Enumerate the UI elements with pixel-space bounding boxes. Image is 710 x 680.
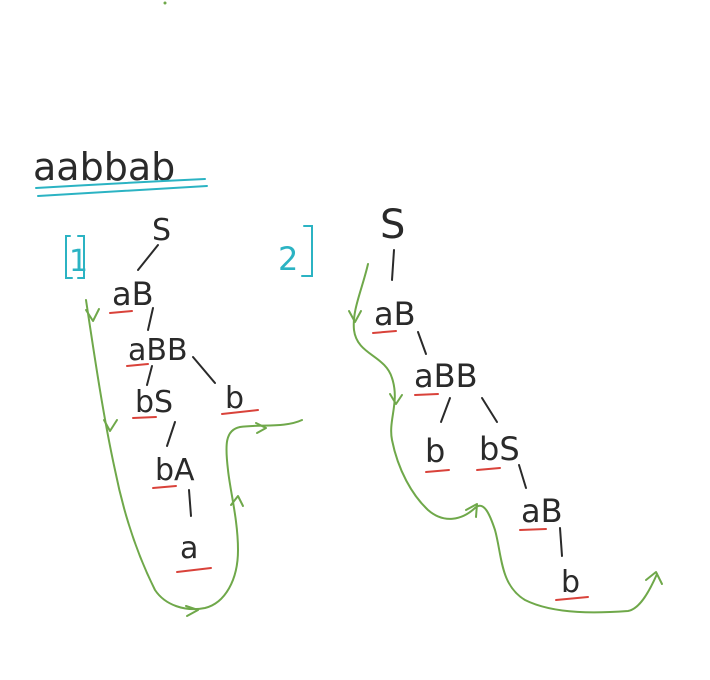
tree1-number-box: 1: [65, 235, 88, 279]
tree2-node-aB-2: aB: [521, 492, 563, 530]
tree2-node-b: b: [425, 432, 445, 470]
arrow-icon: [185, 605, 199, 617]
tree2-node-b-2: b: [561, 565, 580, 600]
tree1-node-a: a: [180, 531, 198, 566]
arrow-icon: [348, 310, 362, 323]
tree1-node-aB: aB: [112, 275, 154, 313]
tree1-underline: [221, 409, 259, 415]
tree2-underline: [425, 469, 450, 473]
traversal-curve: [352, 263, 658, 614]
input-underline-2: [37, 185, 208, 197]
tree1-node-aBB: aBB: [128, 333, 188, 368]
tree2-edge: [559, 527, 563, 557]
arrow-icon: [85, 308, 100, 322]
tree1-traversal-path: [85, 299, 303, 617]
arrow-icon: [255, 422, 267, 434]
tree2-edge: [391, 249, 395, 281]
tree2-underline: [476, 467, 501, 471]
input-underline-1: [35, 178, 206, 189]
tree1-edge: [137, 244, 159, 271]
tree2-underline: [414, 393, 439, 396]
tree2-node-aB: aB: [374, 295, 416, 333]
arrow-icon: [103, 419, 118, 432]
tree-2: S aB aBB b bS aB b: [372, 202, 589, 601]
tree1-node-bS: bS: [135, 385, 173, 420]
tree1-edge: [188, 489, 192, 517]
tree1-edge: [192, 356, 216, 384]
tree2-edge: [481, 397, 498, 423]
traversal-curve: [85, 299, 303, 610]
arrow-icon: [645, 571, 663, 585]
tree2-edge: [440, 397, 451, 423]
tree1-number: 1: [69, 244, 88, 279]
tree1-underline: [126, 363, 149, 367]
tree2-underline: [372, 330, 397, 334]
tree2-node-bS: bS: [479, 430, 520, 468]
tree2-traversal-path: [348, 263, 663, 614]
tree1-edge: [147, 307, 154, 331]
tree1-node-root: S: [152, 213, 171, 248]
tree1-edge: [166, 421, 176, 447]
tree2-edge: [417, 331, 427, 355]
tree1-edge: [146, 365, 153, 386]
stray-dot: [163, 1, 167, 5]
tree2-underline: [519, 528, 547, 531]
tree2-node-aBB: aBB: [414, 357, 478, 395]
tree2-node-root: S: [380, 202, 405, 248]
tree1-node-bA: bA: [155, 453, 195, 488]
tree2-underline: [555, 596, 589, 601]
tree1-underline: [152, 485, 177, 489]
tree2-number: 2: [278, 240, 298, 278]
arrow-icon: [465, 503, 478, 518]
tree2-edge: [518, 464, 527, 489]
tree-1: S aB aBB bS b bA a: [109, 213, 259, 573]
tree1-underline: [109, 310, 133, 314]
tree1-underline: [176, 567, 212, 573]
tree1-underline: [132, 416, 157, 419]
arrow-icon: [230, 495, 244, 507]
tree2-bracket: [301, 225, 313, 277]
tree1-node-b: b: [225, 381, 244, 416]
arrow-icon: [389, 393, 403, 405]
tree2-number-box: 2: [278, 225, 313, 278]
